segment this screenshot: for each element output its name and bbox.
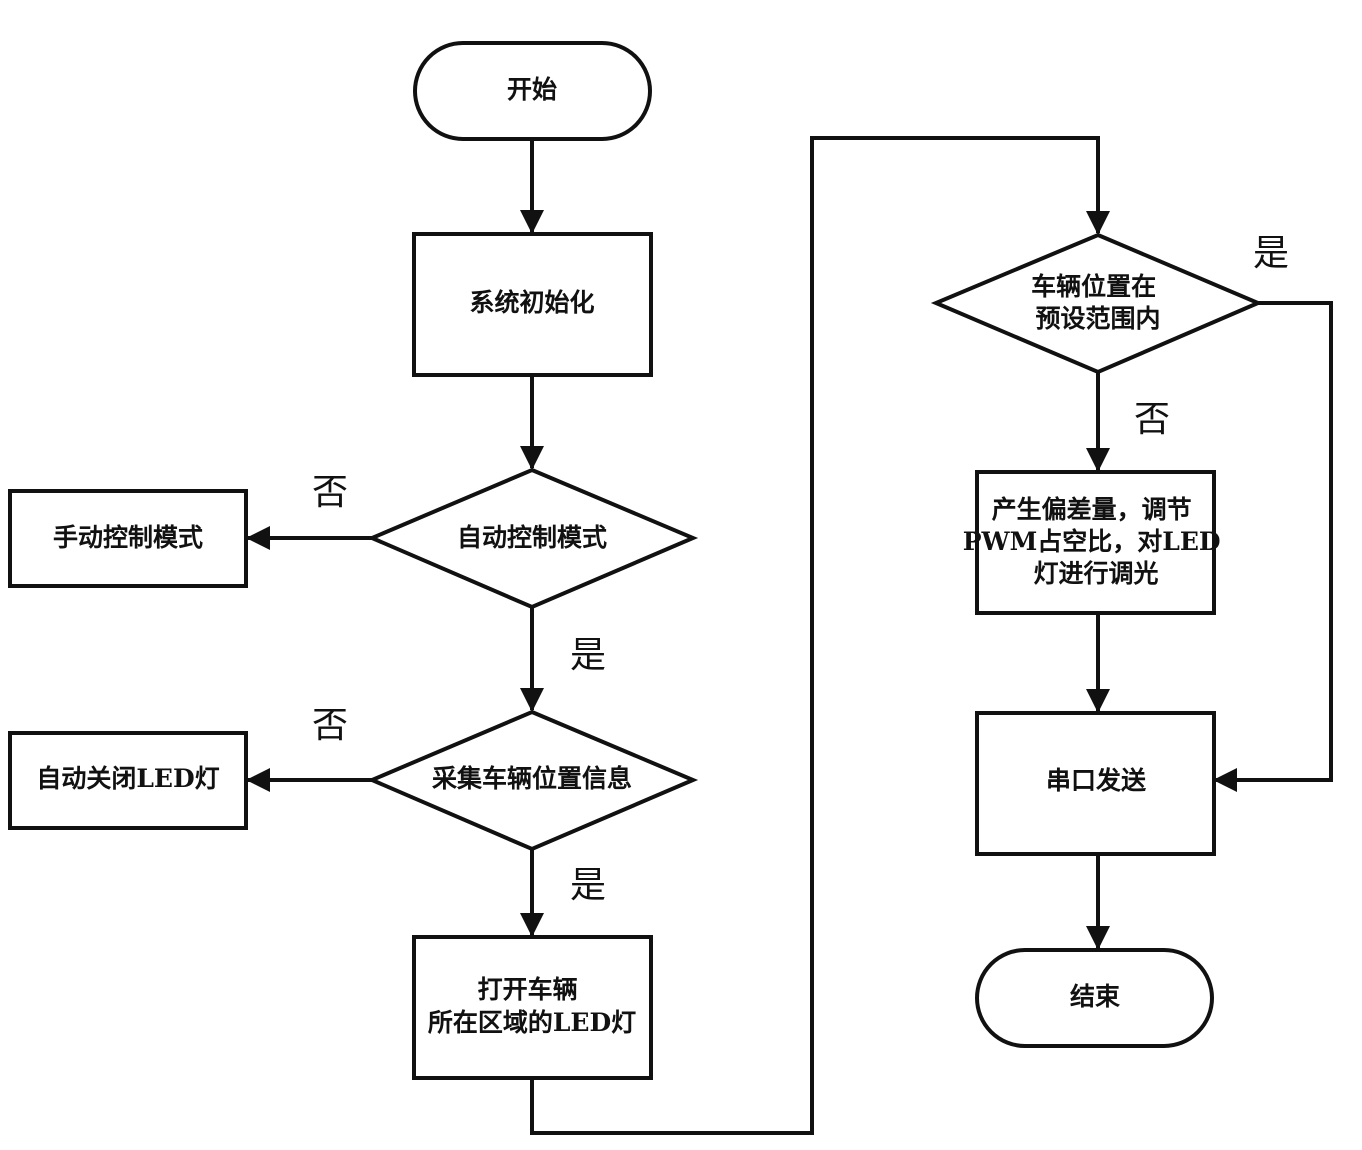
node-in-range: 车辆位置在 预设范围内 xyxy=(930,232,1264,375)
svg-text:车辆位置在 预设范围内: 车辆位置在 预设范围内 xyxy=(1031,272,1165,333)
label-in-range-yes: 是 xyxy=(1253,233,1289,274)
edge-in-range-to-serial xyxy=(1213,301,1333,792)
node-init-line-1: 系统初始化 xyxy=(469,288,594,317)
node-serial-line-1: 串口发送 xyxy=(1046,766,1146,795)
svg-text:采集车辆位置信息: 采集车辆位置信息 xyxy=(432,764,632,793)
node-serial: 串口发送 xyxy=(975,711,1216,856)
node-auto-off-line-1: 自动关闭LED灯 xyxy=(36,764,219,793)
label-collect-no: 否 xyxy=(312,705,348,746)
svg-text:打开车辆 所在区域的LED灯: 打开车辆 所在区域的LED灯 xyxy=(428,975,636,1037)
node-open-led: 打开车辆 所在区域的LED灯 xyxy=(412,935,653,1080)
node-end-line-1: 结束 xyxy=(1070,982,1121,1011)
svg-text:自动关闭LED灯: 自动关闭LED灯 xyxy=(36,764,219,793)
node-collect-line-1: 采集车辆位置信息 xyxy=(432,764,632,793)
node-in-range-line-2: 预设范围内 xyxy=(1035,304,1160,333)
label-collect-yes: 是 xyxy=(570,865,606,906)
node-adjust-line-2: PWM占空比，对LED xyxy=(963,527,1221,556)
label-auto-mode-yes: 是 xyxy=(570,635,606,676)
node-open-led-line-2: 所在区域的LED灯 xyxy=(428,1008,636,1037)
node-in-range-line-1: 车辆位置在 xyxy=(1031,272,1156,301)
node-end: 结束 xyxy=(975,948,1214,1048)
node-start: 开始 xyxy=(413,41,652,141)
node-init: 系统初始化 xyxy=(412,232,653,377)
node-collect: 采集车辆位置信息 xyxy=(366,709,699,852)
node-adjust-line-1: 产生偏差量，调节 xyxy=(992,495,1192,524)
edge-open-led-to-in-range xyxy=(530,136,1110,1135)
node-open-led-line-1: 打开车辆 xyxy=(478,975,578,1004)
svg-text:结束: 结束 xyxy=(1070,982,1121,1011)
node-adjust-line-3: 灯进行调光 xyxy=(1033,559,1158,588)
node-auto-mode: 自动控制模式 xyxy=(366,467,699,610)
node-start-line-1: 开始 xyxy=(507,75,557,104)
node-adjust: 产生偏差量，调节 PWM占空比，对LED 灯进行调光 xyxy=(963,470,1230,615)
svg-text:串口发送: 串口发送 xyxy=(1046,766,1146,795)
node-auto-mode-line-1: 自动控制模式 xyxy=(457,523,607,552)
node-manual-mode: 手动控制模式 xyxy=(8,489,248,588)
svg-text:开始: 开始 xyxy=(507,75,557,104)
svg-text:产生偏差量，调节 PWM占空比，对LED: 产生偏差量，调节 PWM占空比，对LED 灯进行调光 xyxy=(963,495,1230,588)
label-auto-mode-no: 否 xyxy=(312,472,348,513)
label-in-range-no: 否 xyxy=(1134,399,1170,440)
svg-text:手动控制模式: 手动控制模式 xyxy=(53,523,203,552)
svg-text:系统初始化: 系统初始化 xyxy=(469,288,594,317)
node-auto-off: 自动关闭LED灯 xyxy=(8,731,248,830)
node-manual-mode-line-1: 手动控制模式 xyxy=(53,523,203,552)
svg-text:自动控制模式: 自动控制模式 xyxy=(457,523,607,552)
